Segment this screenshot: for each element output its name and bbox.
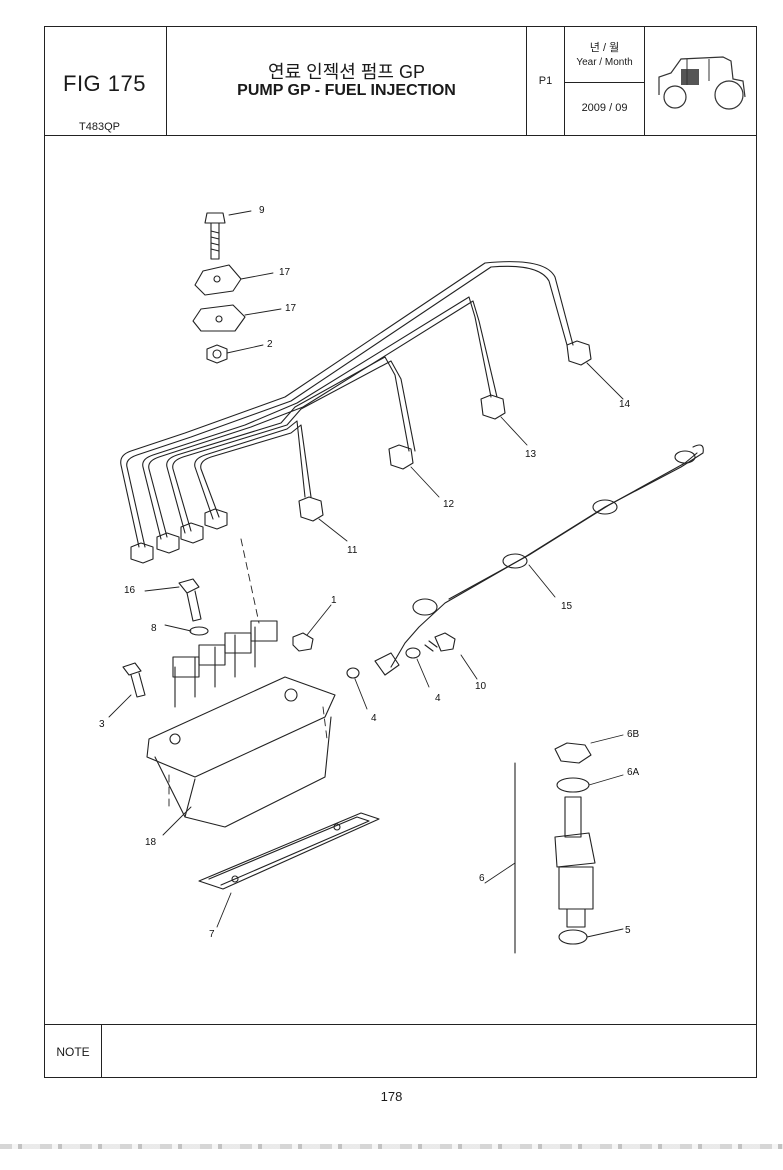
exploded-parts-diagram: 9 17 17 2 14 13 12 11 15 16 8 1 10 4 4 3… — [99, 205, 704, 954]
clamp-part-17-upper — [194, 264, 242, 296]
callout-6A: 6A — [627, 767, 640, 778]
title-english: PUMP GP - FUEL INJECTION — [237, 82, 456, 99]
callout-1: 1 — [331, 595, 337, 606]
washer-part-8 — [189, 626, 209, 636]
callout-4b: 4 — [435, 693, 441, 704]
year-month-label-en: Year / Month — [576, 57, 633, 68]
callout-16: 16 — [124, 585, 136, 596]
pipe-nut-11 — [298, 496, 324, 522]
callout-9: 9 — [259, 205, 265, 216]
title-cell: 연료 인젝션 펌프 GP PUMP GP - FUEL INJECTION — [167, 27, 527, 135]
injector-nozzle-6 — [554, 796, 596, 928]
date-cell: 년 / 월 Year / Month 2009 / 09 — [565, 27, 645, 135]
gasket-part-7 — [198, 812, 380, 890]
nozzle-washer-5 — [558, 929, 588, 945]
clamp-part-17-lower — [192, 304, 246, 332]
nozzle-washer-6A — [556, 777, 590, 793]
bolt-part-9 — [204, 212, 226, 260]
title-korean: 연료 인젝션 펌프 GP — [268, 62, 425, 82]
washer-part-4a — [346, 667, 360, 679]
callout-14: 14 — [619, 399, 631, 410]
parts-sheet: FIG 175 T483QP 연료 인젝션 펌프 GP PUMP GP - FU… — [44, 26, 757, 1078]
note-label: NOTE — [56, 1045, 90, 1059]
nut-part-2 — [206, 344, 228, 364]
leak-off-pipe-15 — [374, 444, 704, 676]
bolt-part-3 — [122, 662, 146, 698]
page-code-cell: P1 — [527, 27, 565, 135]
callout-5: 5 — [625, 925, 631, 936]
scan-artifact-line — [0, 1144, 783, 1149]
page-number: 178 — [380, 1089, 403, 1104]
figure-number: FIG 175 — [63, 71, 146, 96]
callout-10: 10 — [475, 681, 487, 692]
callout-13: 13 — [525, 449, 537, 460]
page-code: P1 — [538, 75, 553, 87]
note-label-cell: NOTE — [45, 1025, 102, 1078]
year-month-label-ko: 년 / 월 — [589, 42, 620, 54]
callout-15: 15 — [561, 601, 573, 612]
tractor-icon — [658, 56, 746, 110]
pipe-nut-13 — [480, 394, 506, 420]
pipe-nut-14 — [566, 340, 592, 366]
callout-2: 2 — [267, 339, 273, 350]
washer-part-4b — [405, 647, 421, 659]
bolt-part-10 — [424, 632, 456, 652]
title-block: FIG 175 T483QP 연료 인젝션 펌프 GP PUMP GP - FU… — [45, 27, 756, 136]
callout-12: 12 — [443, 499, 455, 510]
pipe-nut-12 — [388, 444, 414, 470]
injection-pump-body-18 — [146, 620, 336, 828]
figure-cell: FIG 175 T483QP — [45, 27, 167, 135]
callout-8: 8 — [151, 623, 157, 634]
figure-code: T483QP — [79, 121, 120, 133]
leader-lines — [108, 210, 624, 938]
injection-pipes — [120, 261, 574, 548]
callout-6: 6 — [479, 873, 485, 884]
thumbnail-cell — [645, 27, 758, 135]
nozzle-nut-6B — [554, 742, 592, 764]
note-row: NOTE — [45, 1024, 756, 1078]
nut-part-1 — [292, 632, 314, 652]
callout-17-lower: 17 — [285, 303, 297, 314]
date-label-box: 년 / 월 Year / Month — [565, 27, 644, 83]
callout-11: 11 — [347, 545, 358, 556]
callout-4a: 4 — [371, 713, 377, 724]
callout-7: 7 — [209, 929, 215, 940]
callout-6B: 6B — [627, 729, 640, 740]
callout-3: 3 — [99, 719, 105, 730]
pipe-end-nuts — [130, 508, 228, 564]
callout-17-upper: 17 — [279, 267, 291, 278]
issue-date: 2009 / 09 — [581, 102, 628, 114]
callout-18: 18 — [145, 837, 157, 848]
bolt-part-16 — [178, 578, 202, 622]
